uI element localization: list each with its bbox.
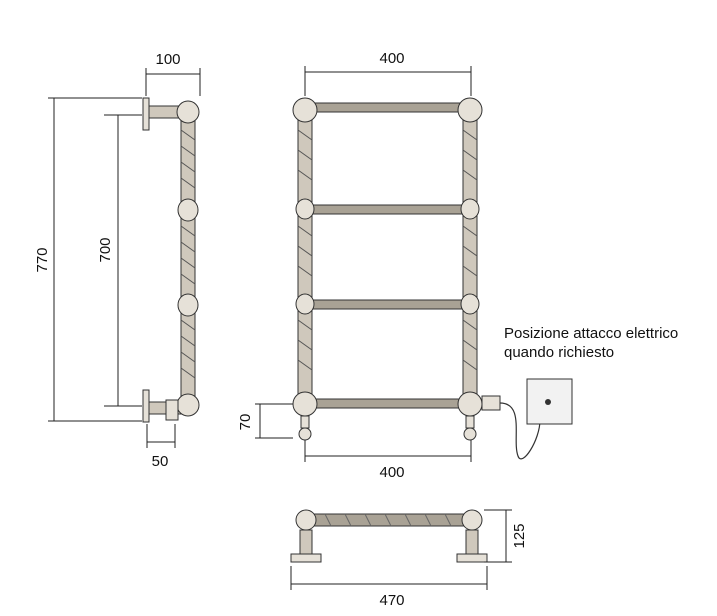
- base-twist-lines: [324, 513, 452, 527]
- front-bar-3: [311, 299, 464, 310]
- base-view: 125 470: [290, 509, 528, 609]
- side-wall-plate-bottom: [142, 389, 150, 423]
- side-wall-plate-top: [142, 97, 150, 131]
- front-joint-tr: [457, 97, 483, 123]
- side-twist-lines: [180, 129, 196, 379]
- dim-base-width: 470: [379, 592, 404, 609]
- front-joint-r2: [460, 198, 480, 220]
- front-joint-bl: [292, 391, 318, 417]
- front-bar-1: [311, 102, 464, 113]
- side-valve: [165, 399, 179, 421]
- side-joint-2: [177, 198, 199, 222]
- dim-side-top-width: 100: [155, 51, 180, 68]
- electric-connection-note-line1: Posizione attacco elettrico: [504, 325, 678, 342]
- electric-cable: [499, 401, 549, 460]
- dim-side-bottom-width: 50: [152, 453, 169, 470]
- electric-connection-note-line2: quando richiesto: [504, 344, 614, 361]
- side-view: 100 770 700 50: [34, 51, 201, 470]
- front-bar-2: [311, 204, 464, 215]
- front-joint-r3: [460, 293, 480, 315]
- base-joint-right: [461, 509, 483, 531]
- base-joint-left: [295, 509, 317, 531]
- front-joint-l2: [295, 198, 315, 220]
- base-leg-right: [465, 529, 479, 555]
- base-foot-left: [290, 553, 322, 563]
- heating-element-head: [481, 395, 501, 411]
- dim-front-top-width: 400: [379, 50, 404, 67]
- front-bar-4: [311, 398, 464, 409]
- front-valve-left: [298, 415, 312, 441]
- front-joint-br: [457, 391, 483, 417]
- front-view: Posizione attacco elettrico quando richi…: [237, 50, 678, 481]
- dim-front-bottom-width: 400: [379, 464, 404, 481]
- dim-side-center-height: 700: [97, 237, 114, 262]
- front-valve-right: [463, 415, 477, 441]
- front-twist-lines: [297, 129, 478, 371]
- base-leg-left: [299, 529, 313, 555]
- base-foot-right: [456, 553, 488, 563]
- dim-base-height: 125: [511, 523, 528, 548]
- side-twisted-column: [180, 111, 196, 411]
- side-joint-top: [176, 100, 200, 124]
- dim-side-total-height: 770: [34, 247, 51, 272]
- front-joint-tl: [292, 97, 318, 123]
- wall-socket-point: [545, 399, 551, 405]
- front-joint-l3: [295, 293, 315, 315]
- dim-front-valve-height: 70: [237, 414, 254, 431]
- side-joint-bottom: [176, 393, 200, 417]
- side-joint-3: [177, 293, 199, 317]
